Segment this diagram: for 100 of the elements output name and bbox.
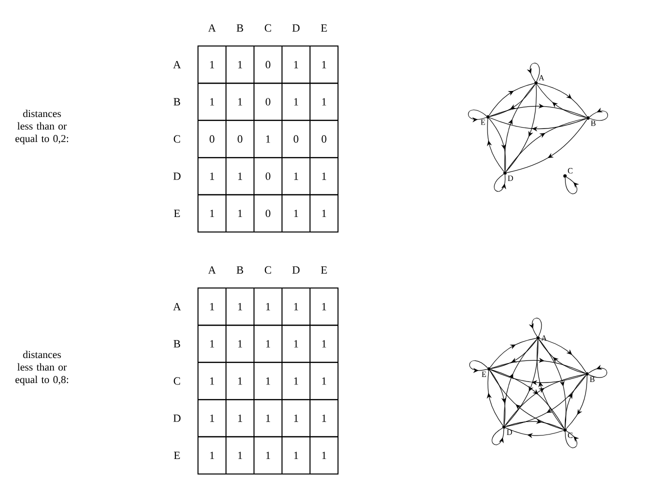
table-cell: 1 [198,46,226,84]
table-cell: 1 [254,324,282,363]
table-cell: 1 [226,157,254,196]
graph-vertex: C [563,168,572,178]
graph-vertex: D [502,425,512,435]
table-cell: 1 [254,120,282,158]
row-header: D [173,414,181,422]
table-cell: 1 [282,324,310,363]
table-cell: 1 [226,288,254,326]
arrow [490,117,586,132]
graph-vertex: A [536,335,547,341]
table-cell: 1 [198,399,226,438]
table-cell: 1 [310,436,338,474]
graph-vertex: E [480,115,490,125]
caption-text: distances less than or equal to 0,2: [15,110,68,144]
node-label: E [482,372,486,377]
table-cell: 1 [226,324,254,363]
arrow [486,370,504,426]
table-cell: 1 [282,288,310,326]
node-label: C [568,432,572,438]
table-cell: 1 [282,82,310,121]
table-cell: 1 [226,436,254,474]
row-header: A [173,302,181,310]
table-cell: 1 [198,157,226,196]
table-cell: 1 [310,288,338,326]
table-cell: 1 [310,46,338,84]
row-header: E [174,452,180,459]
node-label: A [541,335,547,341]
table-cell: 1 [198,362,226,400]
table-cell: 1 [226,194,254,232]
table-cell: 1 [198,324,226,363]
table-cell: 0 [282,120,310,158]
graph-vertex: E [482,367,491,377]
arrow [469,360,488,373]
table-cell: 1 [198,288,226,326]
table-cell: 1 [310,157,338,196]
arrow [506,418,564,430]
column-header: C [264,24,272,32]
column-header: B [236,24,244,32]
table-cell: 0 [254,82,282,121]
table-cell: 1 [282,399,310,438]
table-cell: 1 [282,46,310,84]
column-header: B [236,266,244,274]
table-cell: 1 [226,399,254,438]
table-cell: 1 [282,157,310,196]
arrow [492,428,504,446]
row-header: E [174,210,180,217]
table-cell: 1 [226,82,254,121]
node-label: A [538,75,544,80]
column-header: E [320,266,327,274]
row-header: C [174,135,180,143]
arrow [505,428,564,438]
column-header: A [208,266,216,274]
graph-vertex: D [503,171,514,181]
table-cell: 0 [254,194,282,232]
graph-vertex: B [586,116,596,126]
row-header: C [174,377,180,385]
table-cell: 1 [310,324,338,363]
table-cell: 1 [226,362,254,400]
table-cell: 1 [198,194,226,232]
graph-vertex: C [563,428,572,438]
table-cell: 0 [198,120,226,158]
node-label: D [508,176,514,181]
table-cell: 1 [282,436,310,474]
table-cell: 1 [254,399,282,438]
table-cell: 1 [254,362,282,400]
caption-text: distances less than or equal to 0,8: [15,350,68,386]
arrow [490,358,586,374]
row-header: D [173,172,181,180]
column-header: E [320,24,327,32]
graph-vertex: B [585,372,595,382]
column-header: D [292,266,300,274]
table-cell: 1 [198,82,226,121]
table-cell: 1 [310,194,338,232]
column-header: D [292,24,300,32]
table-cell: 1 [198,436,226,474]
table-cell: 0 [254,157,282,196]
node-label: C [568,168,572,174]
arrow [490,370,586,386]
table-cell: 1 [310,399,338,438]
row-header: B [174,340,180,348]
table-cell: 0 [226,120,254,158]
node-label: B [590,376,595,382]
node-label: E [480,120,486,125]
column-header: C [264,266,272,274]
table-cell: 1 [310,82,338,121]
table-cell: 1 [282,194,310,232]
row-header: A [173,60,181,68]
table-cell: 1 [254,436,282,474]
table-cell: 0 [310,120,338,158]
table-cell: 0 [254,46,282,84]
node-label: D [506,430,512,435]
table-cell: 1 [310,362,338,400]
graph-vertex: A [534,75,544,85]
arrow [490,370,506,426]
table-cell: 1 [226,46,254,84]
node-label: B [590,120,596,126]
table-cell: 1 [282,362,310,400]
column-header: A [208,24,216,32]
table-cell: 1 [254,288,282,326]
